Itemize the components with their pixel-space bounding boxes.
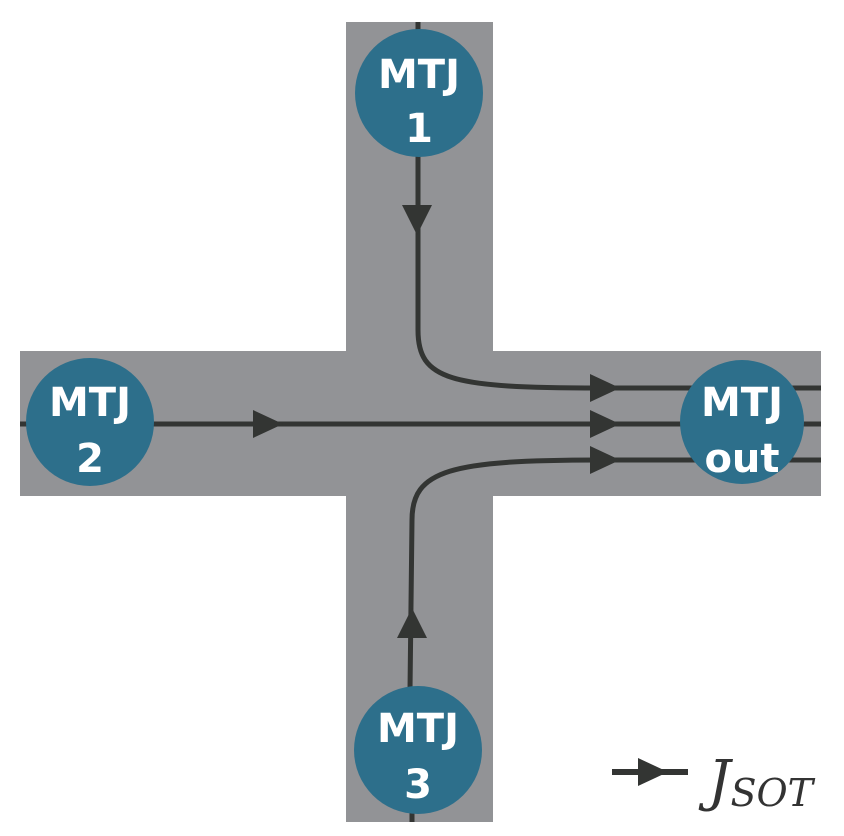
mtj-out-label-line2: out bbox=[704, 436, 779, 482]
mtj-out-node: MTJ out bbox=[680, 360, 804, 484]
arrow-right-bottom bbox=[590, 446, 620, 474]
arrow-up-mtj3 bbox=[397, 608, 427, 638]
mtj-3-node: MTJ 3 bbox=[354, 686, 482, 814]
current-path-from-mtj3 bbox=[407, 457, 821, 691]
mtj-2-label-line1: MTJ bbox=[49, 380, 131, 426]
legend-arrow-head bbox=[638, 758, 668, 786]
arrow-right-mtj2 bbox=[253, 410, 283, 438]
mtj-out-label-line1: MTJ bbox=[701, 380, 783, 426]
arrow-right-top bbox=[590, 374, 620, 402]
mtj-1-label-line2: 1 bbox=[405, 106, 433, 152]
mtj-3-label-line2: 3 bbox=[404, 762, 432, 808]
arrow-down-mtj1 bbox=[402, 205, 432, 235]
current-path-from-mtj1 bbox=[415, 150, 821, 391]
legend: JSOT bbox=[612, 749, 816, 815]
legend-symbol: J bbox=[698, 749, 734, 814]
mtj-2-node: MTJ 2 bbox=[26, 358, 154, 486]
mtj-2-label-line2: 2 bbox=[76, 436, 104, 482]
mtj-1-label-line1: MTJ bbox=[378, 52, 460, 98]
legend-label: JSOT bbox=[698, 749, 816, 815]
arrow-right-middle bbox=[590, 410, 620, 438]
mtj-3-label-line1: MTJ bbox=[377, 706, 459, 752]
legend-subscript: SOT bbox=[730, 771, 815, 815]
mtj-1-node: MTJ 1 bbox=[355, 29, 483, 157]
